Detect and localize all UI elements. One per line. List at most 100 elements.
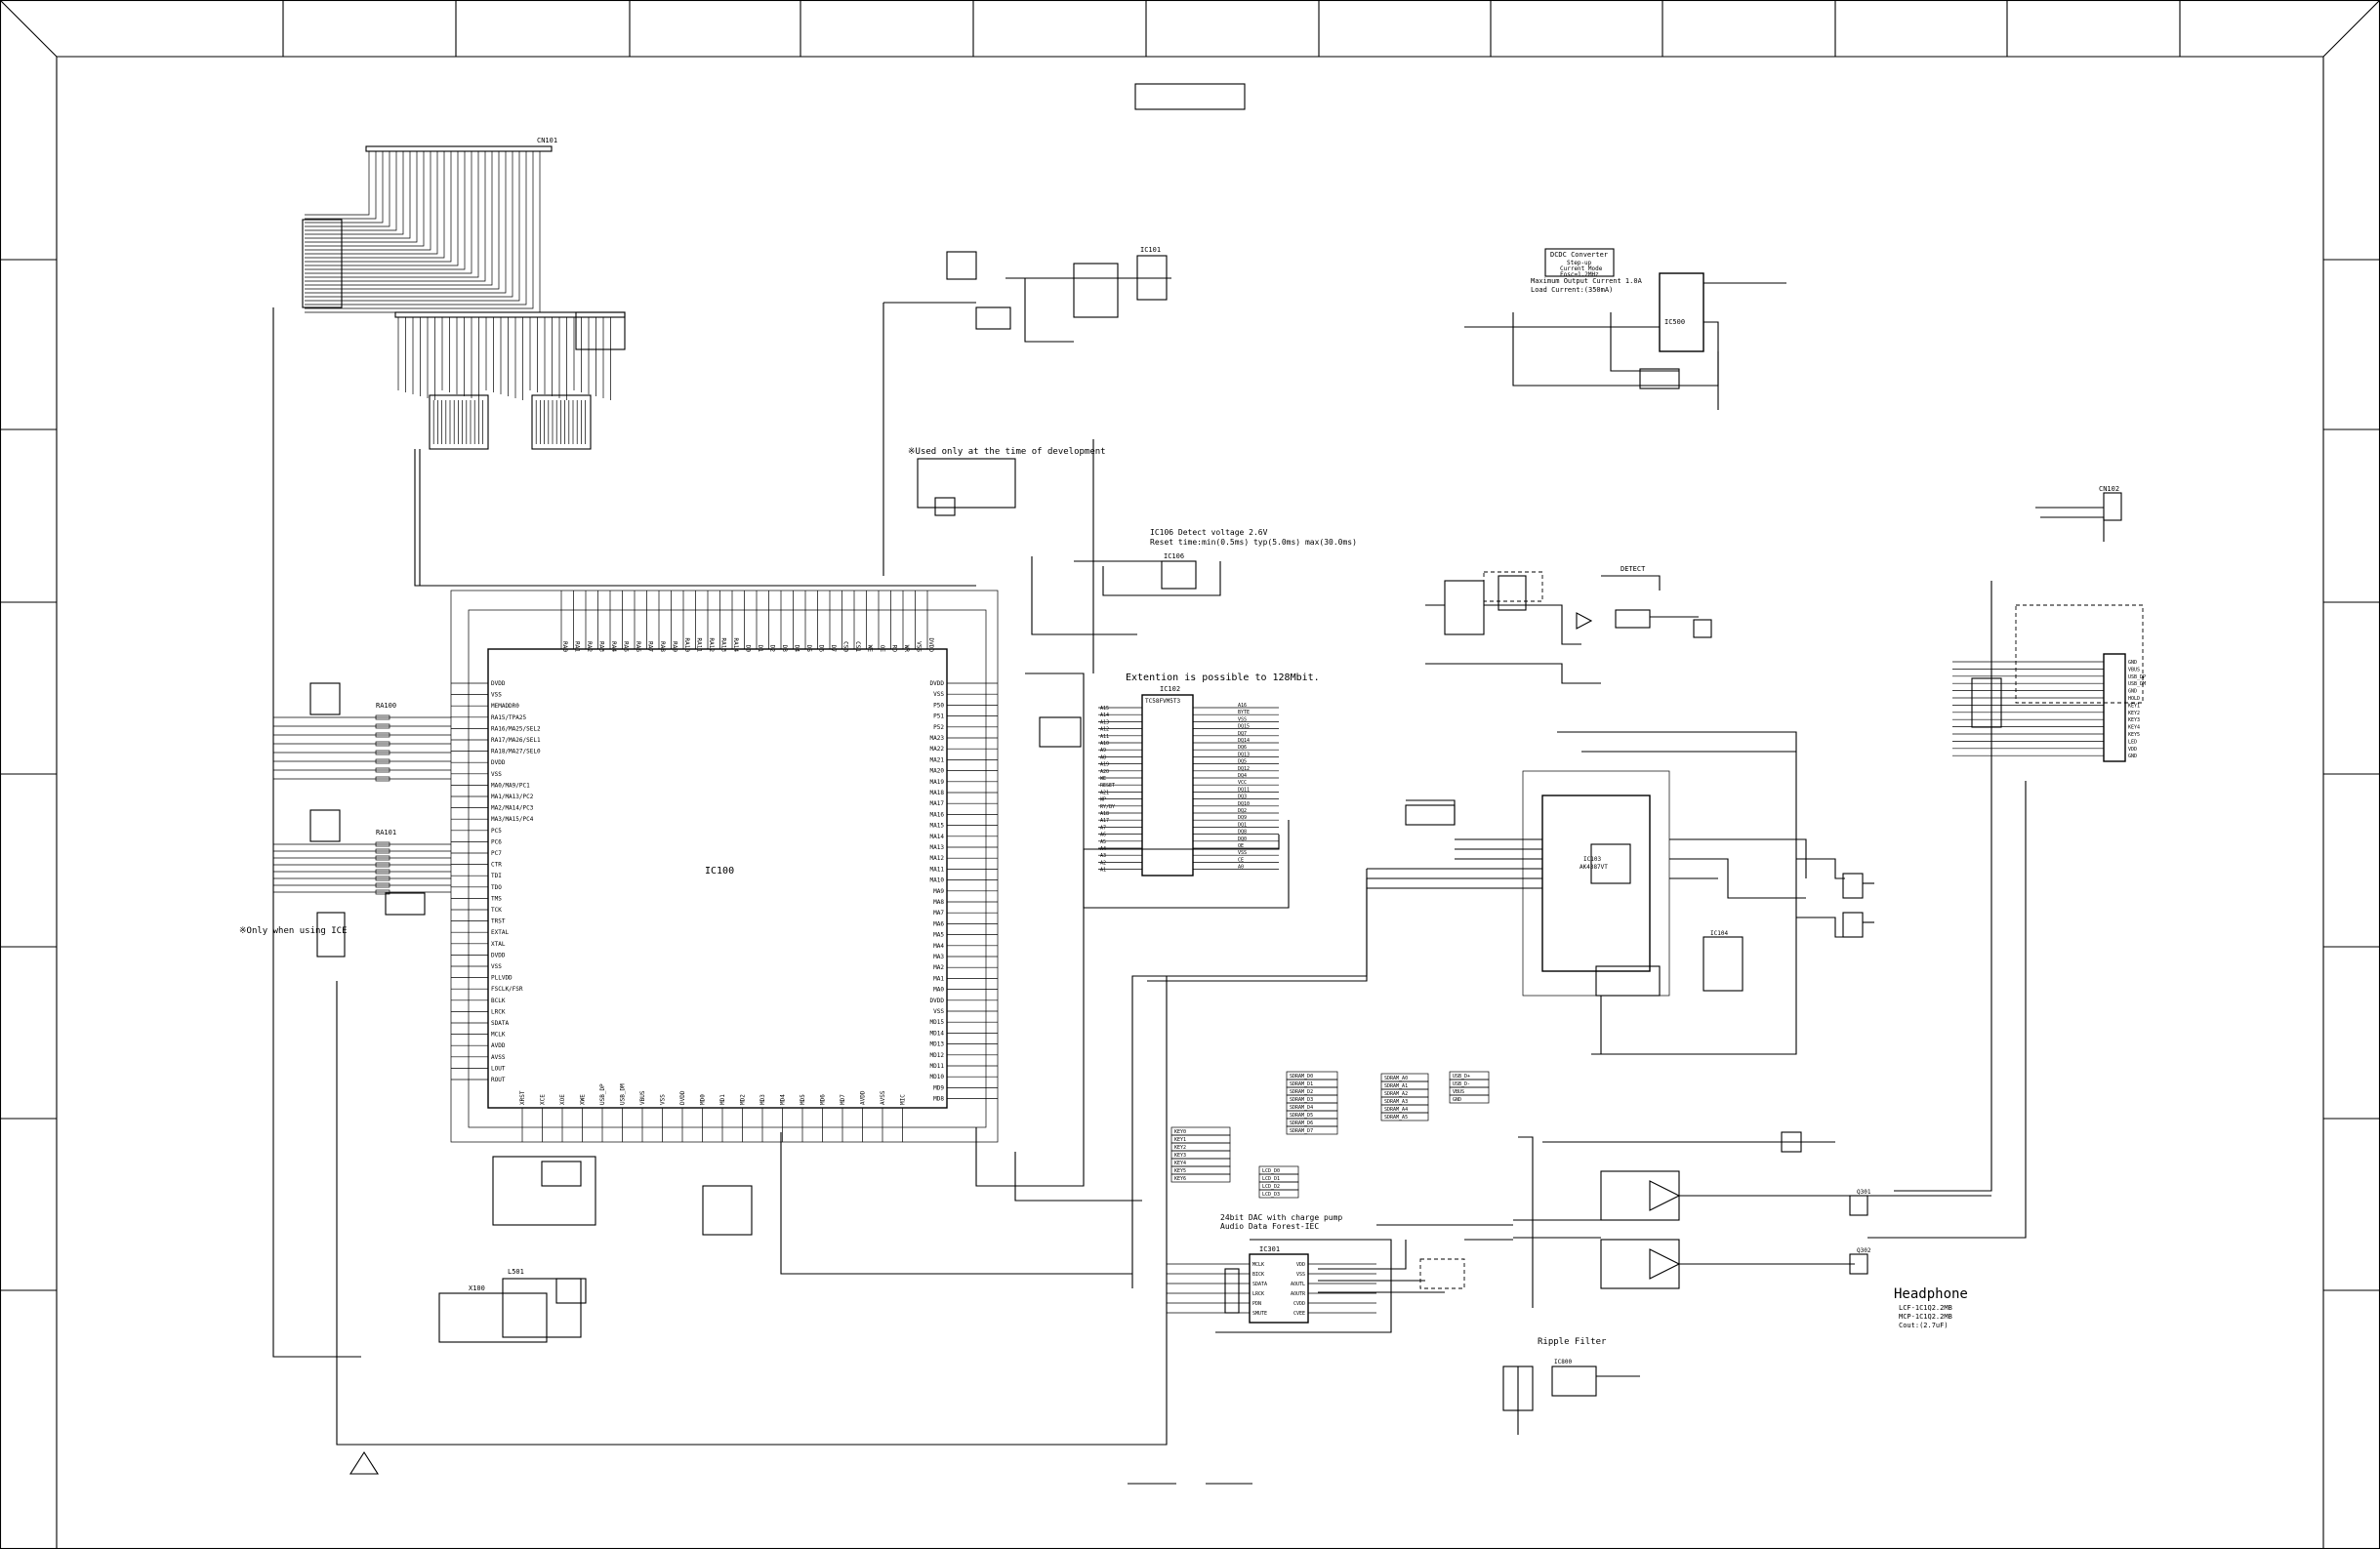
ice-section: ※Only when using ICE	[239, 892, 1168, 1446]
bottom-left-power: X100 L501	[438, 1156, 753, 1343]
dac-title: 24bit DAC with charge pump	[1220, 1213, 1342, 1222]
ic100-bottom-pin-label: USB_DP	[599, 1083, 606, 1105]
flash-right-pin-label: DQ11	[1238, 787, 1250, 793]
ic100-right-pin-label: DVDD	[930, 680, 945, 687]
signal-table-label: KEY6	[1174, 1176, 1186, 1182]
connector-pin-label: KEY2	[2128, 711, 2140, 716]
revision-triangle-mark	[349, 1450, 380, 1475]
ic100-right-pin-label: MA16	[930, 811, 945, 818]
flash-left-pin-label: A13	[1100, 719, 1109, 725]
dcdc-sub3: Fosc=1.2MHz	[1560, 271, 1599, 278]
flash-right-pin-label: DQ12	[1238, 766, 1250, 772]
signal-table-cell	[1258, 1189, 1299, 1199]
signal-table-label: LCD_D0	[1262, 1168, 1280, 1174]
signal-table-cell	[1449, 1094, 1490, 1104]
flash-left-pin-label: A17	[1100, 818, 1109, 824]
flash-left-pin-label: A14	[1100, 713, 1109, 718]
ic100-top-pin-label: CS1	[854, 641, 861, 652]
ic102-label: IC102	[1160, 685, 1180, 693]
ic100-right-pin-label: MA11	[930, 866, 945, 873]
ic100-top-pin-label: D0	[745, 645, 752, 653]
flash-right-pin-label: DQ13	[1238, 752, 1250, 757]
signal-tables: SDRAM_D0SDRAM_D1SDRAM_D2SDRAM_D3SDRAM_D4…	[1170, 1071, 1490, 1199]
flash-left-pin-label: A1	[1100, 868, 1106, 874]
flash-right-pins: A16BYTEVSSDQ15DQ7DQ14DQ6DQ13DQ5DQ12DQ4VC…	[1193, 703, 1279, 871]
dac-right-pin-label: AOUTR	[1291, 1291, 1306, 1297]
flash-left-pin-label: A10	[1100, 741, 1109, 747]
ic106-detect-line2: Reset time:min(0.5ms) typ(5.0ms) max(30.…	[1150, 538, 1357, 547]
ic100-left-pin-label: PC5	[491, 828, 502, 835]
ic100-bottom-pin-label: XOE	[559, 1094, 566, 1105]
headphone-label: Headphone	[1894, 1286, 1968, 1302]
flash-right-pin-label: OE	[1238, 843, 1244, 849]
ic100-top-pin-label: RA8	[659, 641, 666, 652]
ic100-right-pin-label: MA20	[930, 768, 945, 775]
signal-table-label: SDRAM_A4	[1384, 1107, 1408, 1113]
connector-pin-label: VDD	[2128, 747, 2137, 753]
ic800-label: IC800	[1554, 1359, 1572, 1366]
ic100-right-pin-label: MA8	[933, 899, 944, 906]
flash-left-pin-label: A12	[1100, 727, 1109, 733]
ic100-left-pin-label: ROUT	[491, 1077, 506, 1083]
ic100-left-pin-label: LOUT	[491, 1065, 506, 1072]
ic100-left-pin-label: TMS	[491, 895, 502, 902]
ic100-right-pin-label: MA19	[930, 779, 945, 786]
signal-table-label: KEY1	[1174, 1137, 1186, 1143]
ic100-left-pin-label: VSS	[491, 963, 502, 970]
ic100-top-pin-label: RA12	[708, 638, 715, 653]
bus-fan-lines	[305, 151, 541, 313]
flash-right-pin-label: DQ7	[1238, 731, 1247, 737]
dac-right-pin-label: VSS	[1296, 1272, 1305, 1278]
ic100-left-pin-label: RA17/MA26/SEL1	[491, 737, 541, 744]
ic100-left-pin-label: PC7	[491, 850, 502, 857]
ic100-top-pin-label: WR	[903, 645, 910, 653]
ic100-left-pin-label: MA2/MA14/PC3	[491, 805, 534, 812]
ic100-bottom-pin-label: MD6	[820, 1094, 827, 1105]
ripple-filter-label: Ripple Filter	[1538, 1337, 1607, 1347]
ic100-right-pin-label: P52	[933, 724, 944, 731]
connector-pin-label: KEY5	[2128, 732, 2140, 738]
flash-right-pin-label: VSS	[1238, 850, 1247, 856]
ic100-top-pin-label: D7	[830, 645, 837, 653]
ic100-right-pin-label: MA3	[933, 954, 944, 960]
ic100-right-pin-label: MA22	[930, 746, 945, 753]
ic100-right-pin-label: MA21	[930, 756, 945, 763]
ic100-top-pin-label: RA5	[623, 641, 630, 652]
ic100-right-pin-label: VSS	[933, 691, 944, 698]
flash-left-pin-label: WP	[1100, 797, 1106, 803]
signal-table-label: VBUS	[1453, 1089, 1464, 1095]
x100-label: X100	[469, 1284, 485, 1292]
ic100-bottom-pin-label: MD7	[840, 1094, 846, 1105]
ic100-left-pin-label: RA18/MA27/SEL0	[491, 749, 541, 755]
flash-left-pin-label: A3	[1100, 853, 1106, 859]
ra100-label: RA100	[376, 702, 396, 710]
ic100-left-pin-label: EXTAL	[491, 929, 509, 936]
connector-pin-label: VBUS	[2128, 667, 2140, 673]
flash-left-pin-label: A19	[1100, 762, 1109, 768]
flash-left-pins: A15A14A13A12A11A10A9A8A19A20WERESETA21WP…	[1098, 706, 1142, 874]
flash-memory: Extention is possible to 128Mbit. IC102 …	[1025, 439, 1320, 909]
dcdc-load-current: Load Current:(350mA)	[1531, 286, 1613, 294]
ic100-bottom-pin-label: XCE	[540, 1094, 547, 1105]
ic100-left-pin-label: MA3/MA15/PC4	[491, 816, 534, 823]
ic100-top-pin-label: OE	[879, 645, 885, 653]
flash-right-pin-label: DQ9	[1238, 815, 1247, 821]
flash-right-pin-label: BYTE	[1238, 710, 1250, 715]
signal-table-label: LCD_D1	[1262, 1176, 1280, 1182]
ic100-left-pin-label: VSS	[491, 692, 502, 699]
signal-table-b: SDRAM_A0SDRAM_A1SDRAM_A2SDRAM_A3SDRAM_A4…	[1380, 1073, 1429, 1121]
signal-table-label: SDRAM_A5	[1384, 1115, 1408, 1121]
ic100-right-pin-label: P50	[933, 702, 944, 709]
q301-label: Q301	[1857, 1189, 1871, 1196]
ic100-left-pin-label: VSS	[491, 771, 502, 778]
flash-right-pin-label: VCC	[1238, 780, 1247, 786]
headphone-spec2: MCP-1C1Q2.2MB	[1899, 1313, 1952, 1321]
connector-pin-label: KEY3	[2128, 717, 2140, 723]
ic100-bottom-pin-label: AVSS	[880, 1090, 886, 1105]
ra101-label: RA101	[376, 829, 396, 836]
signal-table-label: USB_D-	[1453, 1081, 1470, 1087]
flash-left-pin-label: A6	[1100, 833, 1106, 838]
flash-part-label: TC58FVM5T3	[1145, 698, 1181, 705]
